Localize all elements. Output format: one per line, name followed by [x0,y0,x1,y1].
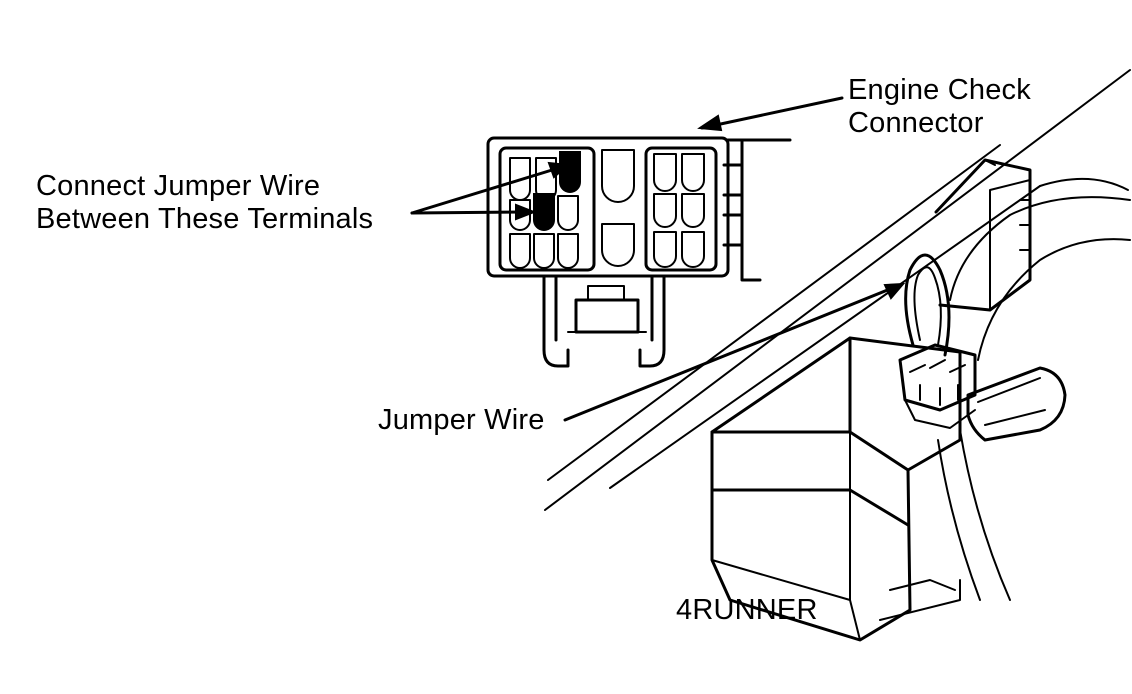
connect-jumper-label-line2: Between These Terminals [36,203,374,235]
highlighted-terminal-top [559,151,581,193]
engine-bay-illustration [544,69,1131,642]
connector-detail [486,136,792,368]
leader-arrows [410,96,906,422]
model-label: 4RUNNER [676,594,818,626]
highlighted-terminal-bottom [533,193,555,231]
jumper-wire-label: Jumper Wire [378,404,545,436]
engine-check-connector-label-line1: Engine Check [848,74,1031,106]
engine-check-connector-label-line2: Connector [848,107,984,139]
connect-jumper-label-line1: Connect Jumper Wire [36,170,321,202]
